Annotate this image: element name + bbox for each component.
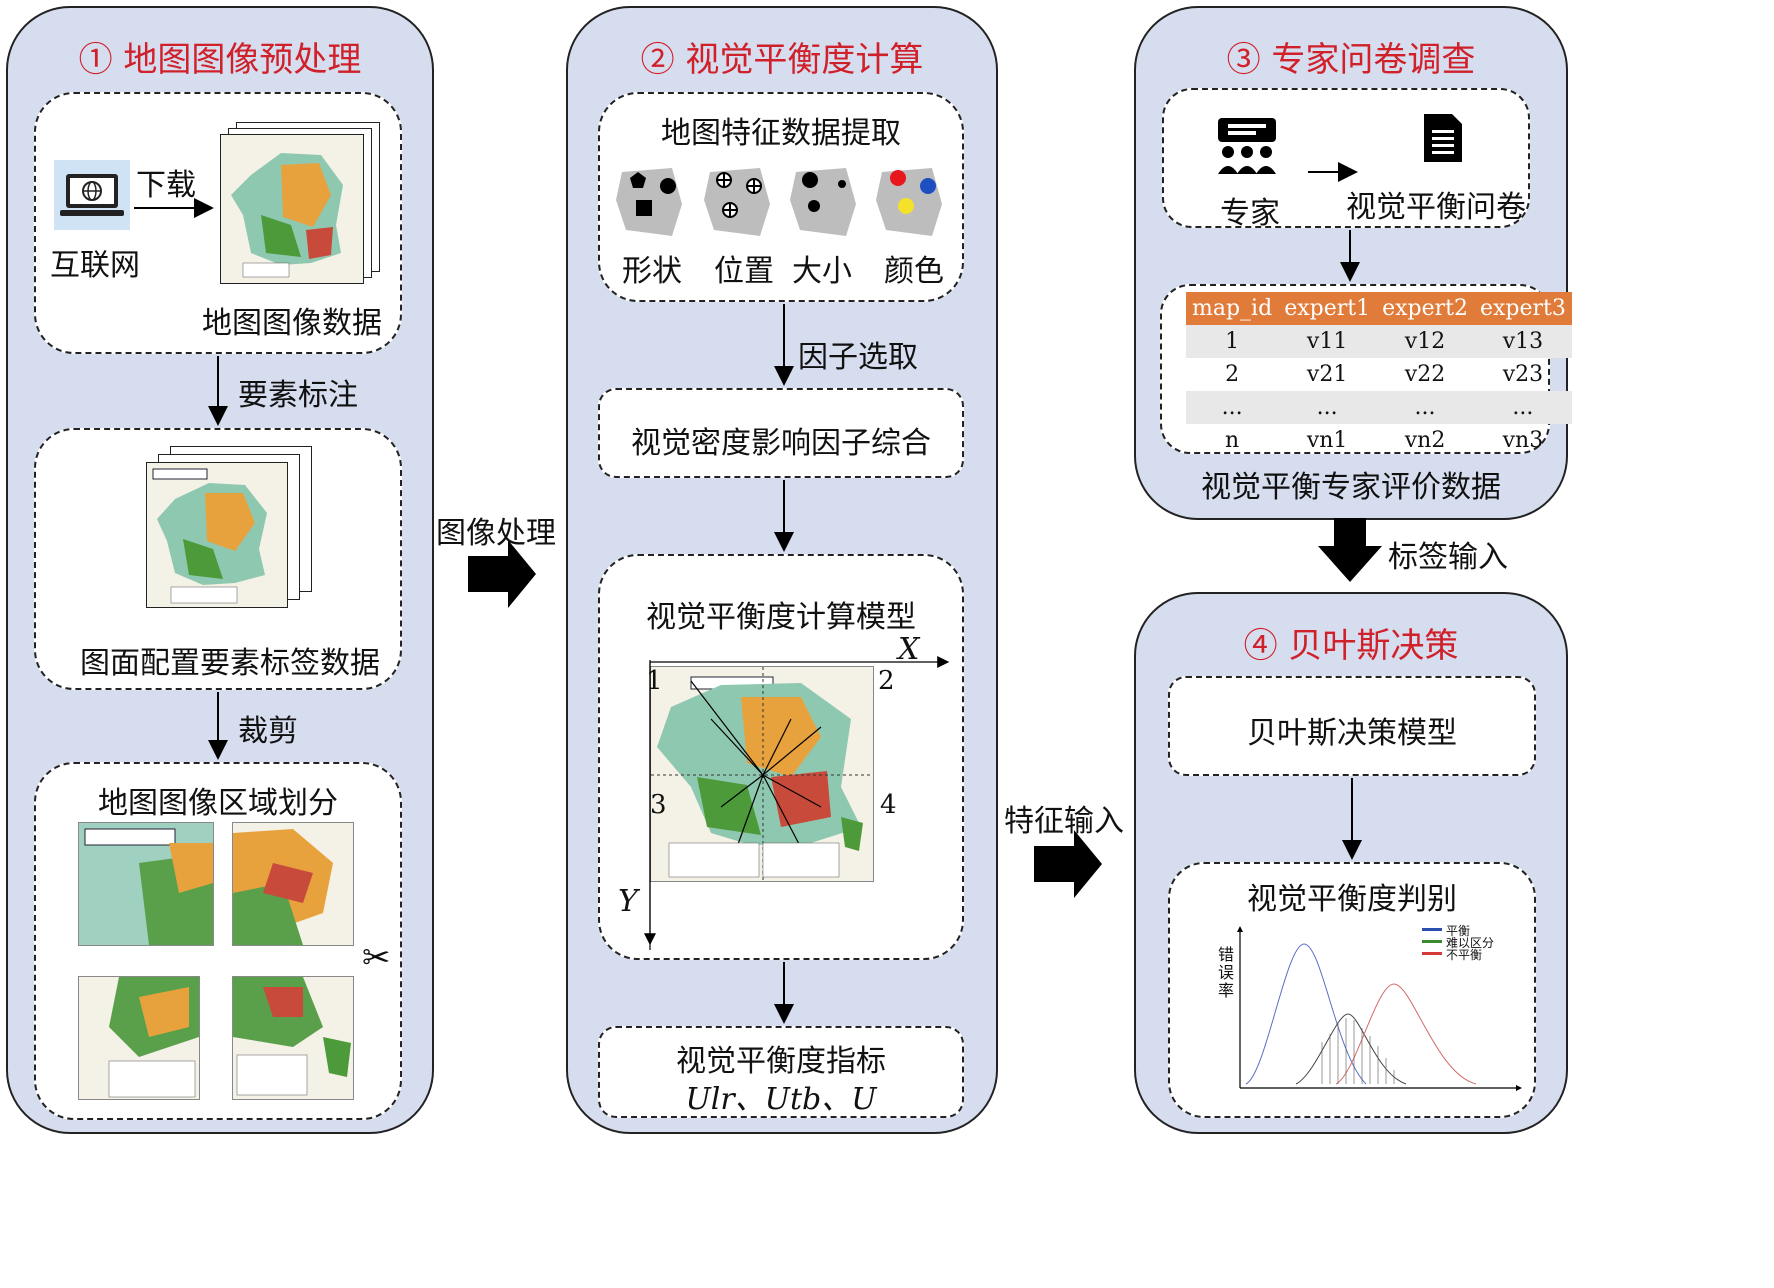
position-feature-icon — [700, 164, 774, 244]
table-cell: v23 — [1502, 362, 1544, 387]
table-cell: ... — [1186, 391, 1279, 424]
box-balance-judgement — [1168, 862, 1536, 1118]
table-cell: vn3 — [1502, 428, 1544, 453]
table-cell: vn2 — [1404, 428, 1446, 453]
table-header-cell: map_id — [1186, 292, 1279, 325]
balance-model-map — [650, 666, 874, 882]
calc-model-title: 视觉平衡度计算模型 — [646, 600, 916, 635]
table-cell: vn1 — [1306, 428, 1348, 453]
table-cell: ... — [1376, 391, 1474, 424]
box-bayes-model — [1168, 676, 1536, 776]
axis-x-label: X — [898, 632, 920, 667]
box-factor-synthesis — [598, 388, 964, 478]
box-balance-index — [598, 1026, 964, 1118]
table-header-cell: expert3 — [1473, 292, 1572, 325]
table-cell: ... — [1473, 391, 1572, 424]
table-cell: v22 — [1404, 362, 1446, 387]
table-header-cell: expert2 — [1376, 292, 1474, 325]
map-quadrant-top-left — [78, 822, 214, 946]
laptop-icon — [54, 160, 130, 230]
expert-label: 专家 — [1220, 196, 1280, 231]
image-processing-label: 图像处理 — [436, 516, 556, 551]
map-quadrant-bottom-right — [232, 976, 354, 1100]
map-quadrant-bottom-left — [78, 976, 200, 1100]
feature-color-label: 颜色 — [884, 254, 944, 289]
feature-extract-title: 地图特征数据提取 — [661, 116, 901, 151]
table-row: n vn1 vn2 vn3 — [1186, 424, 1572, 457]
table-cell: 2 — [1225, 362, 1240, 387]
table-cell: v13 — [1473, 325, 1572, 358]
table-cell: n — [1225, 428, 1240, 453]
axis-y-label: Y — [618, 884, 638, 919]
bayes-error-chart — [1237, 926, 1522, 1091]
box-expert-questionnaire — [1162, 88, 1530, 228]
table-cell: v12 — [1376, 325, 1474, 358]
panel-title: ④ 贝叶斯决策 — [1243, 626, 1459, 666]
panel-title: ② 视觉平衡度计算 — [640, 40, 924, 80]
table-row: ............ — [1186, 391, 1572, 424]
panel-title: ① 地图图像预处理 — [78, 40, 362, 80]
factor-synthesis-label: 视觉密度影响因子综合 — [631, 426, 931, 461]
questionnaire-label: 视觉平衡问卷 — [1346, 190, 1526, 225]
experts-icon — [1214, 116, 1280, 180]
table-cell: v21 — [1306, 362, 1348, 387]
table-cell: v11 — [1278, 325, 1377, 358]
quadrant-4-label: 4 — [880, 790, 897, 820]
balance-index-formula: Ulr、Utb、U — [685, 1082, 877, 1117]
feature-position-label: 位置 — [714, 254, 774, 289]
map-image-data-label: 地图图像数据 — [202, 306, 382, 341]
scissors-icon: ✂ — [362, 938, 391, 978]
quadrant-3-label: 3 — [650, 790, 667, 820]
eval-data-label: 视觉平衡专家评价数据 — [1201, 470, 1501, 505]
legend-indistinct: 难以区分 — [1446, 936, 1495, 950]
chart-ylabel: 错误率 — [1218, 945, 1235, 1000]
legend-swatch-indistinct — [1422, 940, 1442, 943]
factor-select-label: 因子选取 — [798, 340, 918, 375]
table-cell: ... — [1278, 391, 1377, 424]
download-label: 下载 — [136, 168, 196, 203]
balance-index-title: 视觉平衡度指标 — [676, 1044, 886, 1079]
feature-shape-label: 形状 — [622, 254, 682, 289]
quadrant-2-label: 2 — [878, 666, 895, 696]
region-split-title: 地图图像区域划分 — [98, 786, 338, 821]
table-row: 2 v21 v22 v23 — [1186, 358, 1572, 391]
document-icon — [1422, 112, 1464, 168]
color-feature-icon — [872, 164, 946, 244]
bayes-model-label: 贝叶斯决策模型 — [1247, 716, 1457, 751]
map-quadrant-top-right — [232, 822, 354, 946]
annotate-label: 要素标注 — [238, 378, 358, 413]
table-cell: 1 — [1186, 325, 1279, 358]
judgement-title: 视觉平衡度判别 — [1247, 882, 1457, 917]
france-map-thumbnail — [220, 134, 364, 284]
legend-swatch-unbalanced — [1422, 952, 1442, 955]
legend-unbalanced: 不平衡 — [1446, 948, 1483, 962]
internet-label: 互联网 — [50, 248, 140, 283]
legend-swatch-balanced — [1422, 928, 1442, 931]
label-input-label: 标签输入 — [1388, 540, 1508, 575]
legend-balanced: 平衡 — [1446, 924, 1471, 938]
table-header-cell: expert1 — [1278, 292, 1377, 325]
panel-title: ③ 专家问卷调查 — [1226, 40, 1476, 80]
feature-input-label: 特征输入 — [1004, 804, 1124, 839]
feature-size-label: 大小 — [792, 254, 852, 289]
size-feature-icon — [786, 164, 860, 244]
label-data-label: 图面配置要素标签数据 — [80, 646, 380, 681]
shape-feature-icon — [612, 164, 686, 244]
crop-label: 裁剪 — [238, 714, 298, 749]
labelled-map-thumbnail — [146, 462, 288, 608]
quadrant-1-label: 1 — [646, 666, 663, 696]
